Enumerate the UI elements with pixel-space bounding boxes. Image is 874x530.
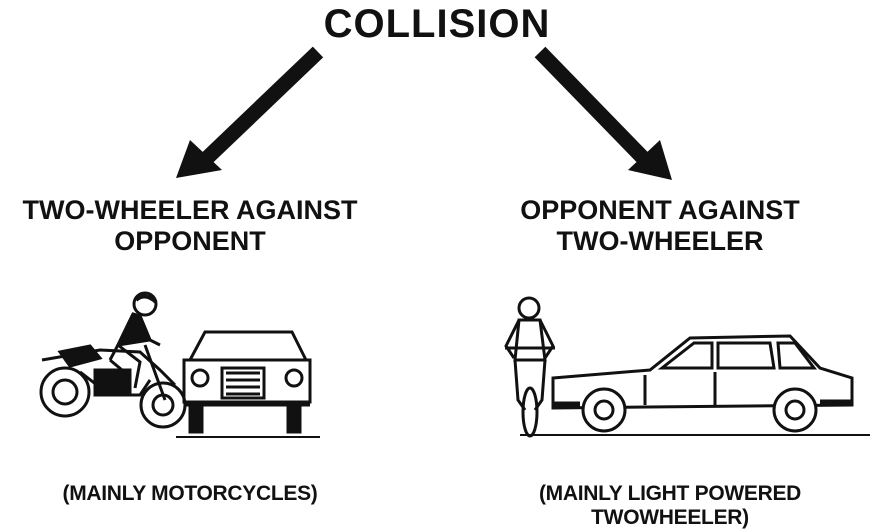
right-heading-line1: OPPONENT AGAINST	[520, 195, 800, 225]
right-heading: OPPONENT AGAINST TWO-WHEELER	[455, 195, 865, 257]
car-side-illustration	[520, 334, 870, 436]
left-heading-line2: OPPONENT	[114, 226, 266, 256]
diagram-graphics	[39, 46, 870, 438]
right-caption: (MAINLY LIGHT POWERED TWOWHEELER)	[538, 482, 802, 529]
left-caption: (MAINLY MOTORCYCLES)	[62, 482, 318, 505]
moped-rider-illustration	[504, 296, 555, 438]
arrow-right	[534, 46, 672, 180]
motorcycle-illustration	[39, 344, 187, 429]
diagram-title: COLLISION	[323, 2, 551, 46]
car-front-illustration	[176, 330, 320, 438]
left-heading-line1: TWO-WHEELER AGAINST	[22, 195, 358, 225]
rider-illustration	[108, 291, 161, 396]
arrow-left	[176, 46, 324, 178]
right-heading-line2: TWO-WHEELER	[556, 226, 764, 256]
left-heading: TWO-WHEELER AGAINST OPPONENT	[0, 195, 380, 257]
